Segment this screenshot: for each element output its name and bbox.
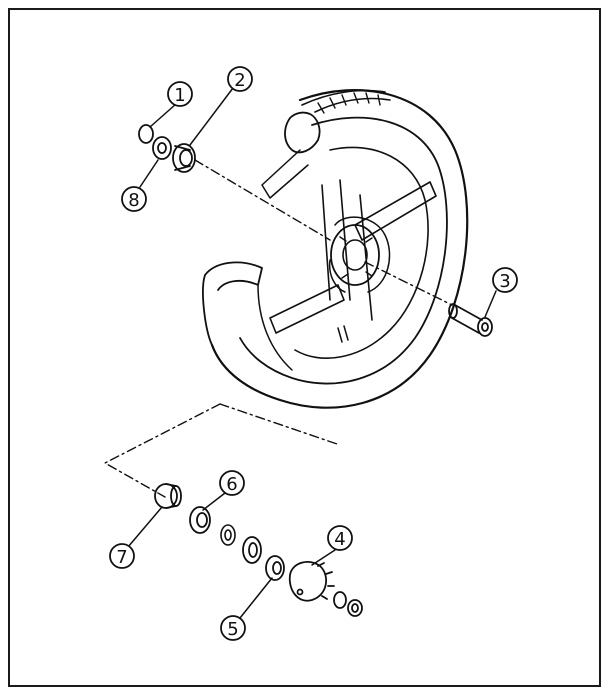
callout-8: 8 xyxy=(121,186,147,212)
axle-nut xyxy=(333,591,363,617)
tire-cut-top-lip xyxy=(261,149,309,199)
leader-7 xyxy=(127,506,163,548)
centerline-upper xyxy=(194,159,331,241)
wheel-assembly xyxy=(202,89,469,409)
centerline-lower xyxy=(104,403,221,498)
leader-8 xyxy=(139,159,159,188)
callout-7: 7 xyxy=(109,543,135,569)
tire-inner-edge xyxy=(239,116,448,385)
tire-cut-bottom xyxy=(202,274,281,401)
svg-text:4: 4 xyxy=(334,529,345,550)
tire-outer xyxy=(210,89,469,409)
svg-text:7: 7 xyxy=(116,547,127,568)
tire-cut-top xyxy=(284,111,321,154)
hub-outer xyxy=(330,224,380,286)
hub-inner xyxy=(342,239,368,271)
leader-lines xyxy=(127,87,497,619)
centerline-right xyxy=(364,261,453,306)
tire-cut-bottom-top xyxy=(204,261,263,291)
leader-1 xyxy=(149,103,177,128)
tread-blocks xyxy=(317,92,381,114)
svg-text:1: 1 xyxy=(174,85,185,106)
valve-stem xyxy=(337,325,349,343)
tire-cut-bottom-inner xyxy=(257,284,293,371)
exploded-wheel-diagram: 1 2 3 4 5 6 7 xyxy=(104,66,518,641)
rim-ring xyxy=(294,146,429,359)
diagram-frame: 1 2 3 4 5 6 7 xyxy=(8,8,601,687)
centerline-lower-right xyxy=(219,403,341,446)
axle-centerlines xyxy=(104,159,453,498)
part-8-seal xyxy=(152,136,172,160)
spoke-upper xyxy=(354,181,437,241)
svg-text:6: 6 xyxy=(226,474,237,495)
tire-tread xyxy=(301,89,391,113)
hub-bolts xyxy=(339,236,373,279)
spoke-lower xyxy=(269,284,345,334)
brake-disc xyxy=(328,216,391,293)
leader-4 xyxy=(311,549,336,566)
leader-2 xyxy=(189,87,234,146)
spoke-vertical xyxy=(321,179,373,321)
part-5-bearing xyxy=(265,555,285,581)
svg-text:3: 3 xyxy=(499,271,510,292)
circlip-a xyxy=(220,524,236,546)
callout-3: 3 xyxy=(492,267,518,293)
svg-text:2: 2 xyxy=(234,70,245,91)
part-2-bearing xyxy=(172,143,196,173)
washer-b xyxy=(242,536,262,564)
leader-6 xyxy=(202,492,226,511)
part-4-gear-unit xyxy=(288,561,335,602)
svg-text:5: 5 xyxy=(227,619,238,640)
callout-6: 6 xyxy=(219,470,245,496)
part-1-collar xyxy=(138,124,154,144)
callout-4: 4 xyxy=(327,525,353,551)
callout-5: 5 xyxy=(220,615,246,641)
leader-3 xyxy=(484,290,497,318)
callout-2: 2 xyxy=(227,66,253,92)
part-3-spacer xyxy=(448,303,493,337)
part-6-bearing xyxy=(189,506,211,534)
part-7-collar xyxy=(154,483,182,509)
svg-text:8: 8 xyxy=(128,190,139,211)
callout-1: 1 xyxy=(167,81,193,107)
leader-5 xyxy=(239,577,273,619)
